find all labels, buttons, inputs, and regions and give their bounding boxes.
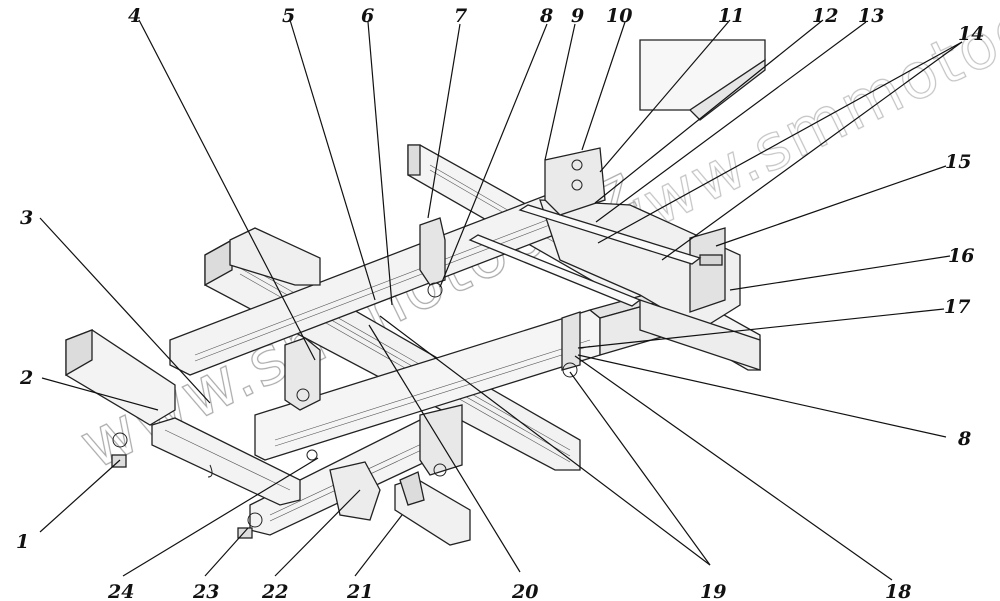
callout-18: 18 [885,581,911,601]
front-left-lower-rail [151,417,301,506]
callout-4: 4 [128,5,141,27]
callout-10: 10 [606,5,632,27]
callout-15: 15 [945,151,971,173]
callout-11: 11 [718,5,744,27]
bracket-front-lower [419,404,463,477]
upper-rod [468,204,702,307]
hitch-bracket [306,449,425,521]
leader-lines [39,19,963,581]
frame-illustration [65,39,766,546]
callout-1: 1 [16,531,29,553]
callout-8-top: 8 [539,5,553,27]
callout-3: 3 [20,207,33,229]
callout-24: 24 [107,581,134,601]
callout-16: 16 [948,245,974,267]
bracket-right-upright [561,311,581,378]
callout-2: 2 [19,367,33,389]
callout-13: 13 [858,5,884,27]
callout-22: 22 [261,581,288,601]
callout-labels: 1 2 3 4 5 6 7 8 8 9 10 11 12 13 14 15 16… [16,5,984,601]
callout-9: 9 [571,5,584,27]
callout-8-right: 8 [957,428,971,450]
bracket-left-upright [284,337,321,411]
callout-23: 23 [192,581,219,601]
callout-5: 5 [282,5,295,27]
callout-19: 19 [700,581,726,601]
rear-board [639,39,766,121]
callout-20: 20 [511,581,538,601]
callout-14: 14 [958,23,984,45]
rear-left-rail [229,227,321,286]
bracket-center-upright [419,217,446,298]
callout-17: 17 [944,296,970,318]
callout-6: 6 [361,5,374,27]
bracket-rear-upright [544,147,606,216]
callout-12: 12 [812,5,838,27]
callout-7: 7 [454,5,467,27]
callout-21: 21 [346,581,373,601]
front-left-beam [65,329,176,426]
